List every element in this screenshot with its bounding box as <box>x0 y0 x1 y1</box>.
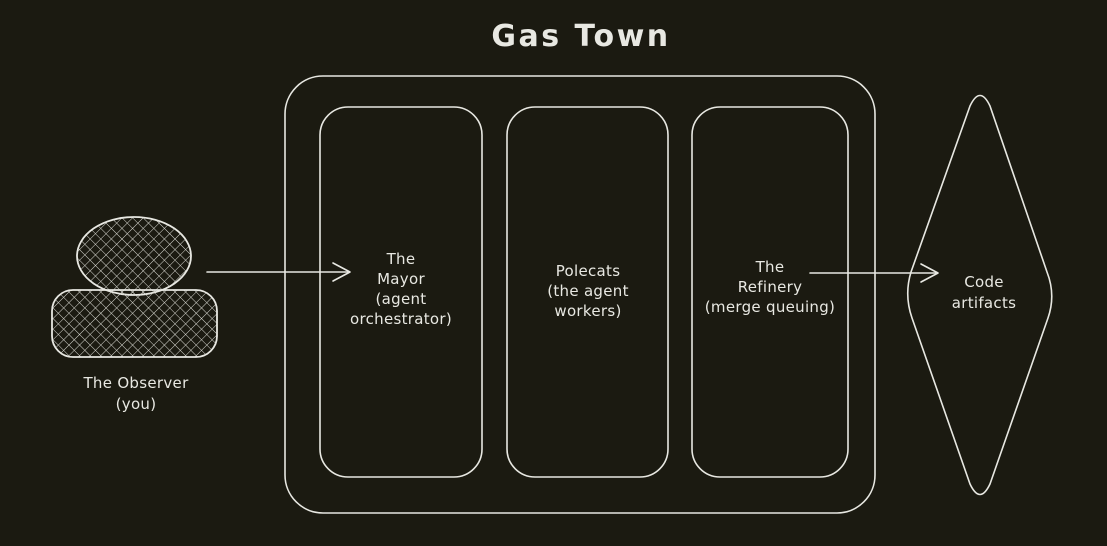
polecats-label-line1: Polecats <box>556 262 621 280</box>
diagram-title: Gas Town <box>491 19 670 54</box>
mayor-label-line1: The <box>386 250 416 268</box>
mayor-box: The Mayor (agent orchestrator) <box>319 106 483 478</box>
mayor-label-line3: (agent <box>376 290 427 308</box>
polecats-label-line3: workers) <box>554 302 621 320</box>
mayor-label-line2: Mayor <box>377 270 425 288</box>
refinery-box: The Refinery (merge queuing) <box>691 106 849 478</box>
code-artifacts-label-line2: artifacts <box>952 294 1017 312</box>
observer-to-mayor-arrow <box>206 262 351 282</box>
refinery-label-line1: The <box>755 258 785 276</box>
polecats-box: Polecats (the agent workers) <box>506 106 669 478</box>
mayor-label-line4: orchestrator) <box>350 310 452 328</box>
observer-figure: The Observer (you) <box>51 216 218 413</box>
refinery-to-artifacts-arrow <box>809 263 939 283</box>
observer-label-line1: The Observer <box>82 374 189 392</box>
polecats-label-line2: (the agent <box>547 282 629 300</box>
code-artifacts-label-line1: Code <box>964 273 1004 291</box>
observer-to-mayor-arrowhead-icon <box>332 262 351 282</box>
observer-label-line2: (you) <box>116 395 157 413</box>
observer-head-shape <box>76 216 192 296</box>
polecats-box-shape <box>506 106 669 478</box>
refinery-label-line2: Refinery <box>738 278 803 296</box>
code-artifacts-diamond: Code artifacts <box>906 94 1053 496</box>
code-artifacts-diamond-shape <box>906 94 1053 496</box>
refinery-label-line3: (merge queuing) <box>705 298 835 316</box>
gas-town-container <box>284 75 876 514</box>
mayor-box-shape <box>319 106 483 478</box>
observer-body-shape <box>51 289 218 358</box>
refinery-to-artifacts-arrowhead-icon <box>920 263 939 283</box>
refinery-box-shape <box>691 106 849 478</box>
